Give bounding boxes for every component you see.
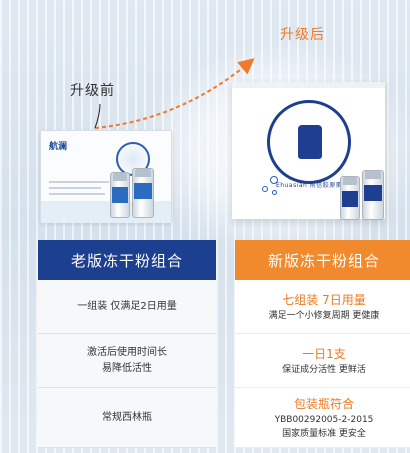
new-product-box: Ehuasian 前信胶原蛋白 (232, 82, 385, 219)
vial-icon (132, 168, 154, 218)
label-after: 升级后 (280, 27, 325, 43)
ring-logo-icon (267, 100, 351, 184)
old-version-header: 老版冻干粉组合 (38, 240, 216, 280)
vial-icon (362, 170, 384, 220)
box-text-line (49, 181, 109, 183)
box-strip (232, 82, 385, 88)
new-row-1: 七组装 7日用量 满足一个小修复周期 更健康 (235, 280, 410, 334)
vial-icon (110, 172, 130, 218)
new-product-brand: Ehuasian 前信胶原蛋白 (276, 182, 349, 189)
new-row-2-text: 保证成分活性 更鲜活 (282, 364, 366, 375)
new-row-1-title: 七组装 7日用量 (282, 292, 366, 307)
bubble-icon (272, 190, 277, 195)
new-row-1-text: 满足一个小修复周期 更健康 (268, 310, 380, 321)
old-row-2: 激活后使用时间长 易降低活性 (38, 334, 216, 388)
old-row-3-text: 常规西林瓶 (102, 411, 152, 423)
new-row-3-text-a: YBB00292005-2-2015 (274, 414, 374, 425)
vial-icon (340, 176, 360, 220)
new-row-3: 包装瓶符合 YBB00292005-2-2015 国家质量标准 更安全 (235, 388, 410, 448)
label-before: 升级前 (70, 83, 115, 99)
old-row-1-text: 一组装 仅满足2日用量 (77, 300, 177, 312)
old-row-1: 一组装 仅满足2日用量 (38, 280, 216, 334)
new-row-2: 一日1支 保证成分活性 更鲜活 (235, 334, 410, 388)
old-row-3: 常规西林瓶 (38, 388, 216, 448)
old-row-2-text-b: 易降低活性 (102, 362, 152, 374)
new-row-3-title: 包装瓶符合 (293, 396, 354, 411)
new-version-column: 新版冻干粉组合 七组装 7日用量 满足一个小修复周期 更健康 一日1支 保证成分… (235, 240, 410, 448)
new-version-header: 新版冻干粉组合 (235, 240, 410, 280)
old-product-brand: 航澜 (49, 142, 68, 152)
old-row-2-text-a: 激活后使用时间长 (87, 346, 167, 358)
bubble-icon (270, 176, 278, 184)
old-version-column: 老版冻干粉组合 一组装 仅满足2日用量 激活后使用时间长 易降低活性 常规西林瓶 (38, 240, 216, 448)
bubble-icon (262, 186, 268, 192)
new-row-3-text-b: 国家质量标准 更安全 (282, 428, 366, 439)
box-text-line (49, 193, 105, 195)
new-row-2-title: 一日1支 (302, 346, 346, 361)
box-text-line (49, 187, 101, 189)
